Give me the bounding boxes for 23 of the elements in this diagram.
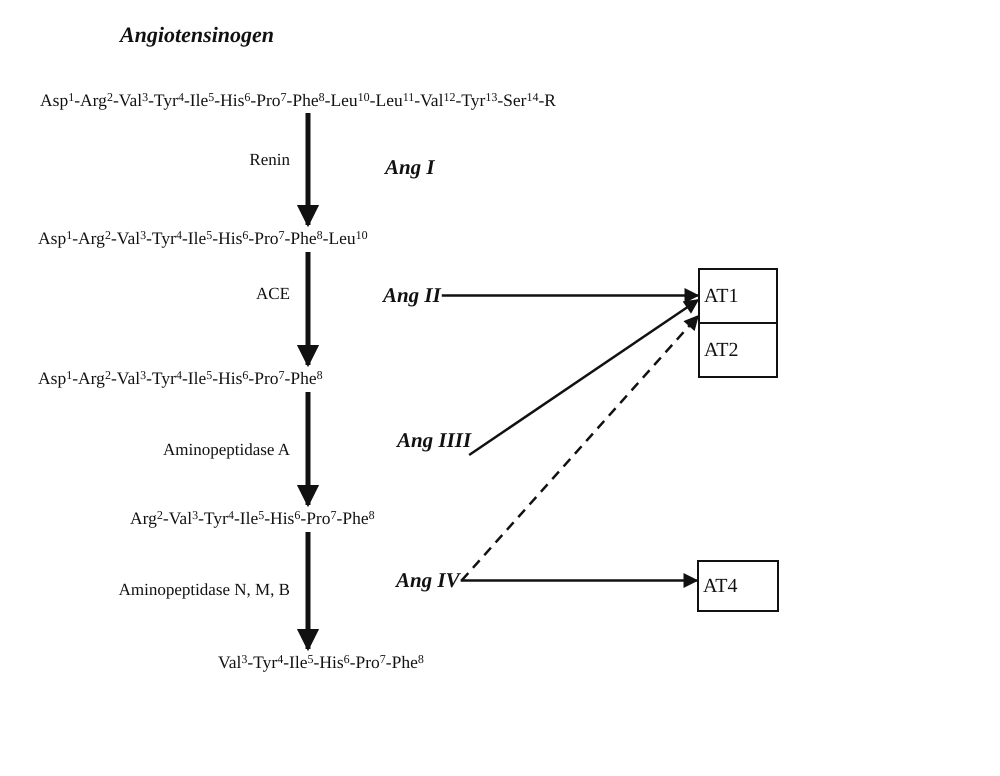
- peptide-sequence: Arg$^{2}$-Val$^{3}$-Tyr$^{4}$-Ile$^{5}$-His$^{6}$-Pro$^{7}$-Phe$^{8}$: [130, 508, 375, 529]
- peptide-name: Ang II: [383, 283, 441, 308]
- arrow: [296, 113, 320, 228]
- arrow: [460, 314, 699, 582]
- receptor-box: AT1: [698, 268, 778, 324]
- arrow: [442, 288, 700, 303]
- peptide-sequence: Asp$^{1}$-Arg$^{2}$-Val$^{3}$-Tyr$^{4}$-Ile$^{5}$-His$^{6}$-Pro$^{7}$-Phe$^{8}$: [38, 368, 323, 389]
- peptide-sequence: Asp$^{1}$-Arg$^{2}$-Val$^{3}$-Tyr$^{4}$-Ile$^{5}$-His$^{6}$-Pro$^{7}$-Phe$^{8}$-Leu$^{10}$-Leu$^{11}$-Val$^{12}$-Tyr$^{13}$-Ser$^{14}$-R: [40, 90, 556, 110]
- receptor-box: AT4: [697, 560, 779, 612]
- arrow: [460, 573, 698, 588]
- peptide-sequence: Asp$^{1}$-Arg$^{2}$-Val$^{3}$-Tyr$^{4}$-Ile$^{5}$-His$^{6}$-Pro$^{7}$-Phe$^{8}$-Leu$^{10}$: [38, 228, 368, 249]
- arrow: [468, 298, 700, 456]
- heading: Angiotensinogen: [120, 22, 274, 48]
- arrow: [296, 392, 320, 508]
- enzyme-label: Aminopeptidase N, M, B: [116, 580, 292, 600]
- enzyme-label: Aminopeptidase A: [160, 440, 292, 460]
- receptor-box: AT2: [698, 322, 778, 378]
- peptide-name: Ang IV: [396, 568, 460, 593]
- arrow: [296, 532, 320, 652]
- arrow: [296, 252, 320, 368]
- peptide-sequence: Val$^{3}$-Tyr$^{4}$-Ile$^{5}$-His$^{6}$-Pro$^{7}$-Phe$^{8}$: [218, 652, 424, 673]
- peptide-name: Ang IIII: [397, 428, 472, 453]
- peptide-name: Ang I: [385, 155, 435, 180]
